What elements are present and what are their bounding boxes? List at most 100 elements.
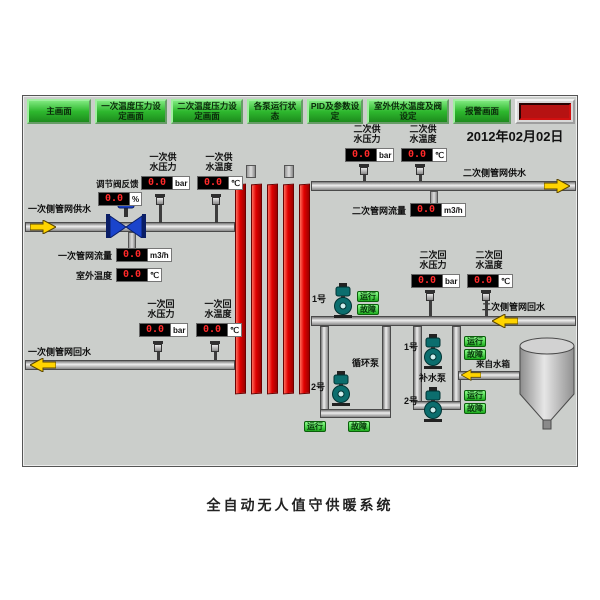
alarm-indicator-lamp xyxy=(519,103,571,120)
unit-label: m3/h xyxy=(442,203,466,217)
lcd-value: 0.0 xyxy=(196,323,228,337)
btn-pid-parameter-setting[interactable]: PID及参数设定 xyxy=(307,99,363,124)
primary-supply-pressure-sensor-icon xyxy=(155,194,165,223)
circulation-pump1-run-indicator: 运行 xyxy=(357,291,379,302)
makeup-pump1-run-indicator: 运行 xyxy=(464,336,486,347)
secondary-return-temp-label: 二次回水温度 xyxy=(475,250,503,271)
circulation-pump-group-label: 循环泵 xyxy=(352,358,380,368)
btn-primary-temp-pressure-setting[interactable]: 一次温度压力设定画面 xyxy=(95,99,167,124)
secondary-supply-temp-label: 二次供水温度 xyxy=(409,124,437,145)
lcd-value: 0.0 xyxy=(345,148,377,162)
exchanger-top-stub xyxy=(284,165,294,178)
lcd-value: 0.0 xyxy=(401,148,433,162)
pipe-secondary-supply xyxy=(311,181,576,191)
water-tank-icon xyxy=(519,337,575,430)
unit-label: % xyxy=(130,192,143,206)
pipe-circ-header-left xyxy=(320,326,329,418)
primary-flow-label: 一次管网流量 xyxy=(58,251,113,261)
secondary-supply-pressure-label: 二次供水压力 xyxy=(353,124,381,145)
lcd-value: 0.0 xyxy=(467,274,499,288)
pipe-secondary-return xyxy=(311,316,576,326)
makeup-pump1-icon xyxy=(424,334,442,369)
circulation-pump2-icon xyxy=(332,371,350,406)
secondary-return-pressure-display: 0.0 bar xyxy=(411,274,461,288)
primary-supply-pipe-label: 一次侧管网供水 xyxy=(28,204,92,214)
primary-supply-temp-label: 一次供水温度 xyxy=(205,152,233,173)
makeup-pump1-label: 1号 xyxy=(404,342,419,352)
circulation-pump2-label: 2号 xyxy=(311,382,326,392)
lcd-value: 0.0 xyxy=(411,274,443,288)
exchanger-top-stub xyxy=(246,165,256,178)
unit-label: bar xyxy=(443,274,461,288)
secondary-flow-label: 二次管网流量 xyxy=(352,206,407,216)
unit-label: ℃ xyxy=(433,148,447,162)
secondary-supply-temp-sensor-icon xyxy=(415,164,425,181)
btn-alarm-screen[interactable]: 报警画面 xyxy=(453,99,511,124)
secondary-return-temp-display: 0.0 ℃ xyxy=(467,274,513,288)
exchanger-plate xyxy=(235,183,246,395)
primary-supply-pressure-label: 一次供水压力 xyxy=(149,152,177,173)
makeup-pump2-label: 2号 xyxy=(404,396,419,406)
unit-label: ℃ xyxy=(499,274,513,288)
circulation-pump1-icon xyxy=(334,283,352,318)
primary-return-temp-label: 一次回水温度 xyxy=(204,299,232,320)
primary-supply-temp-sensor-icon xyxy=(211,194,221,223)
exchanger-plate xyxy=(283,183,294,395)
flow-arrow-secondary-supply-icon xyxy=(544,179,570,193)
primary-return-pressure-sensor-icon xyxy=(153,341,163,360)
primary-flow-display: 0.0 m3/h xyxy=(116,248,172,262)
secondary-return-pressure-sensor-icon xyxy=(425,290,435,316)
exchanger-plate xyxy=(251,183,262,395)
valve-feedback-display: 0.0 % xyxy=(98,192,143,206)
valve-feedback-label: 调节阀反馈 xyxy=(96,179,139,189)
pipe-circ-bottom xyxy=(320,409,391,418)
flow-arrow-secondary-return-icon xyxy=(492,314,518,328)
secondary-return-pipe-label: 二次侧管网回水 xyxy=(482,302,546,312)
exchanger-plate xyxy=(267,183,278,395)
btn-main-screen[interactable]: 主画面 xyxy=(27,99,91,124)
exchanger-plate xyxy=(299,183,310,395)
circulation-pump1-label: 1号 xyxy=(312,294,327,304)
lcd-value: 0.0 xyxy=(116,248,148,262)
lcd-value: 0.0 xyxy=(139,323,171,337)
makeup-pump1-fault-indicator: 故障 xyxy=(464,349,486,360)
unit-label: bar xyxy=(377,148,395,162)
btn-pump-status[interactable]: 各泵运行状态 xyxy=(247,99,303,124)
secondary-return-pressure-label: 二次回水压力 xyxy=(419,250,447,271)
btn-secondary-temp-pressure-setting[interactable]: 二次温度压力设定画面 xyxy=(171,99,243,124)
makeup-pump2-icon xyxy=(424,387,442,422)
lcd-value: 0.0 xyxy=(141,176,173,190)
unit-label: m3/h xyxy=(148,248,172,262)
unit-label: ℃ xyxy=(148,268,162,282)
flow-arrow-primary-supply-icon xyxy=(30,220,56,234)
alarm-indicator[interactable] xyxy=(515,99,575,124)
makeup-pump-group-label: 补水泵 xyxy=(419,373,447,383)
primary-return-pressure-label: 一次回水压力 xyxy=(147,299,175,320)
outdoor-temp-label: 室外温度 xyxy=(76,271,113,281)
secondary-supply-pressure-display: 0.0 bar xyxy=(345,148,395,162)
primary-supply-pressure-display: 0.0 bar xyxy=(141,176,191,190)
page-title: 全自动无人值守供暖系统 xyxy=(206,497,394,513)
unit-label: ℃ xyxy=(228,323,242,337)
from-tank-label: 来自水箱 xyxy=(476,359,511,369)
makeup-pump2-fault-indicator: 故障 xyxy=(464,403,486,414)
primary-return-pipe-label: 一次侧管网回水 xyxy=(28,347,92,357)
unit-label: ℃ xyxy=(229,176,243,190)
primary-return-temp-sensor-icon xyxy=(210,341,220,360)
primary-supply-temp-display: 0.0 ℃ xyxy=(197,176,243,190)
lcd-value: 0.0 xyxy=(410,203,442,217)
secondary-flow-display: 0.0 m3/h xyxy=(410,203,466,217)
plate-heat-exchanger xyxy=(233,176,315,402)
makeup-pump2-run-indicator: 运行 xyxy=(464,390,486,401)
secondary-supply-temp-display: 0.0 ℃ xyxy=(401,148,447,162)
circulation-pump1-fault-indicator: 故障 xyxy=(357,304,379,315)
secondary-supply-pipe-label: 二次侧管网供水 xyxy=(463,168,527,178)
lcd-value: 0.0 xyxy=(197,176,229,190)
lcd-value: 0.0 xyxy=(116,268,148,282)
btn-outdoor-supply-temp-valve-setting[interactable]: 室外供水温度及阀设定 xyxy=(367,99,449,124)
unit-label: bar xyxy=(171,323,189,337)
date-display: 2012年02月02日 xyxy=(466,129,564,144)
flow-arrow-primary-return-icon xyxy=(30,358,56,372)
flow-arrow-from-tank-icon xyxy=(461,369,481,381)
outdoor-temp-display: 0.0 ℃ xyxy=(116,268,162,282)
